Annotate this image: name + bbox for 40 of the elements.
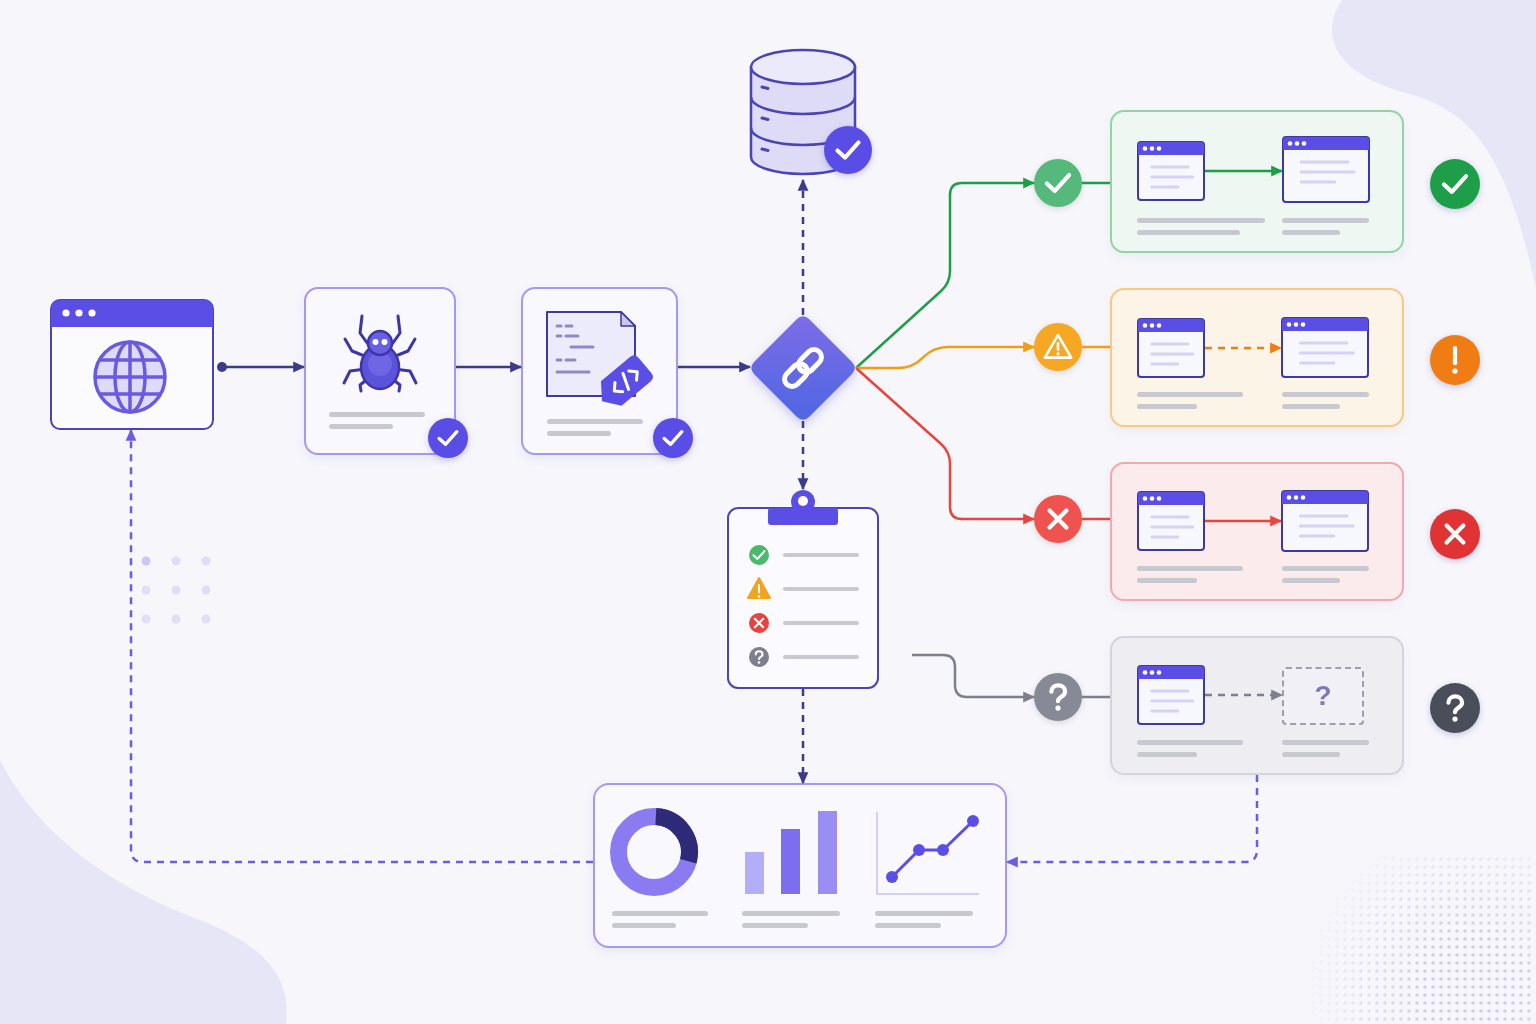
arrow: [855, 367, 1036, 525]
result-panel: [1110, 462, 1404, 601]
dashed-arrow: [1005, 775, 1259, 868]
browser-window-icon: [1137, 665, 1205, 725]
browser-window-icon: [1137, 141, 1205, 201]
arrow: [855, 177, 1036, 369]
result-panel: [1110, 110, 1404, 253]
result-panel: [1110, 288, 1404, 427]
arrow: [217, 361, 306, 373]
arrow: [912, 653, 1036, 703]
connector-line: [1082, 695, 1110, 699]
placeholder-page: ?: [1282, 667, 1364, 725]
error-icon: [1034, 495, 1082, 543]
arrow: [678, 361, 752, 373]
arrow: [1205, 165, 1284, 177]
result-panel: [1110, 636, 1404, 775]
arrow: [1205, 515, 1283, 527]
browser-window-icon: [1281, 317, 1369, 378]
check-circle-icon: [1034, 159, 1082, 207]
spider-card: [304, 287, 456, 455]
dashed-arrow: [797, 178, 809, 315]
browser-window-icon: [1282, 136, 1370, 203]
dashed-arrow: [797, 689, 809, 785]
document-card: [521, 287, 678, 455]
arrow: [456, 361, 523, 373]
dashed-arrow: [125, 428, 593, 864]
dashed-arrow: [1205, 689, 1284, 701]
browser-window-icon: [1281, 490, 1369, 552]
question-icon: [1034, 673, 1082, 721]
connector-line: [1082, 345, 1110, 349]
browser-window-icon: [1137, 318, 1205, 378]
dashboard-panel: [593, 783, 1007, 948]
link-diamond: [750, 315, 856, 421]
arrow: [856, 341, 1036, 370]
browser-window-icon: [1137, 491, 1205, 551]
dashed-arrow: [797, 421, 809, 491]
dashed-arrow: [1205, 342, 1283, 354]
warning-icon: [1034, 323, 1082, 371]
connector-line: [1082, 181, 1110, 185]
connector-line: [1082, 517, 1110, 521]
